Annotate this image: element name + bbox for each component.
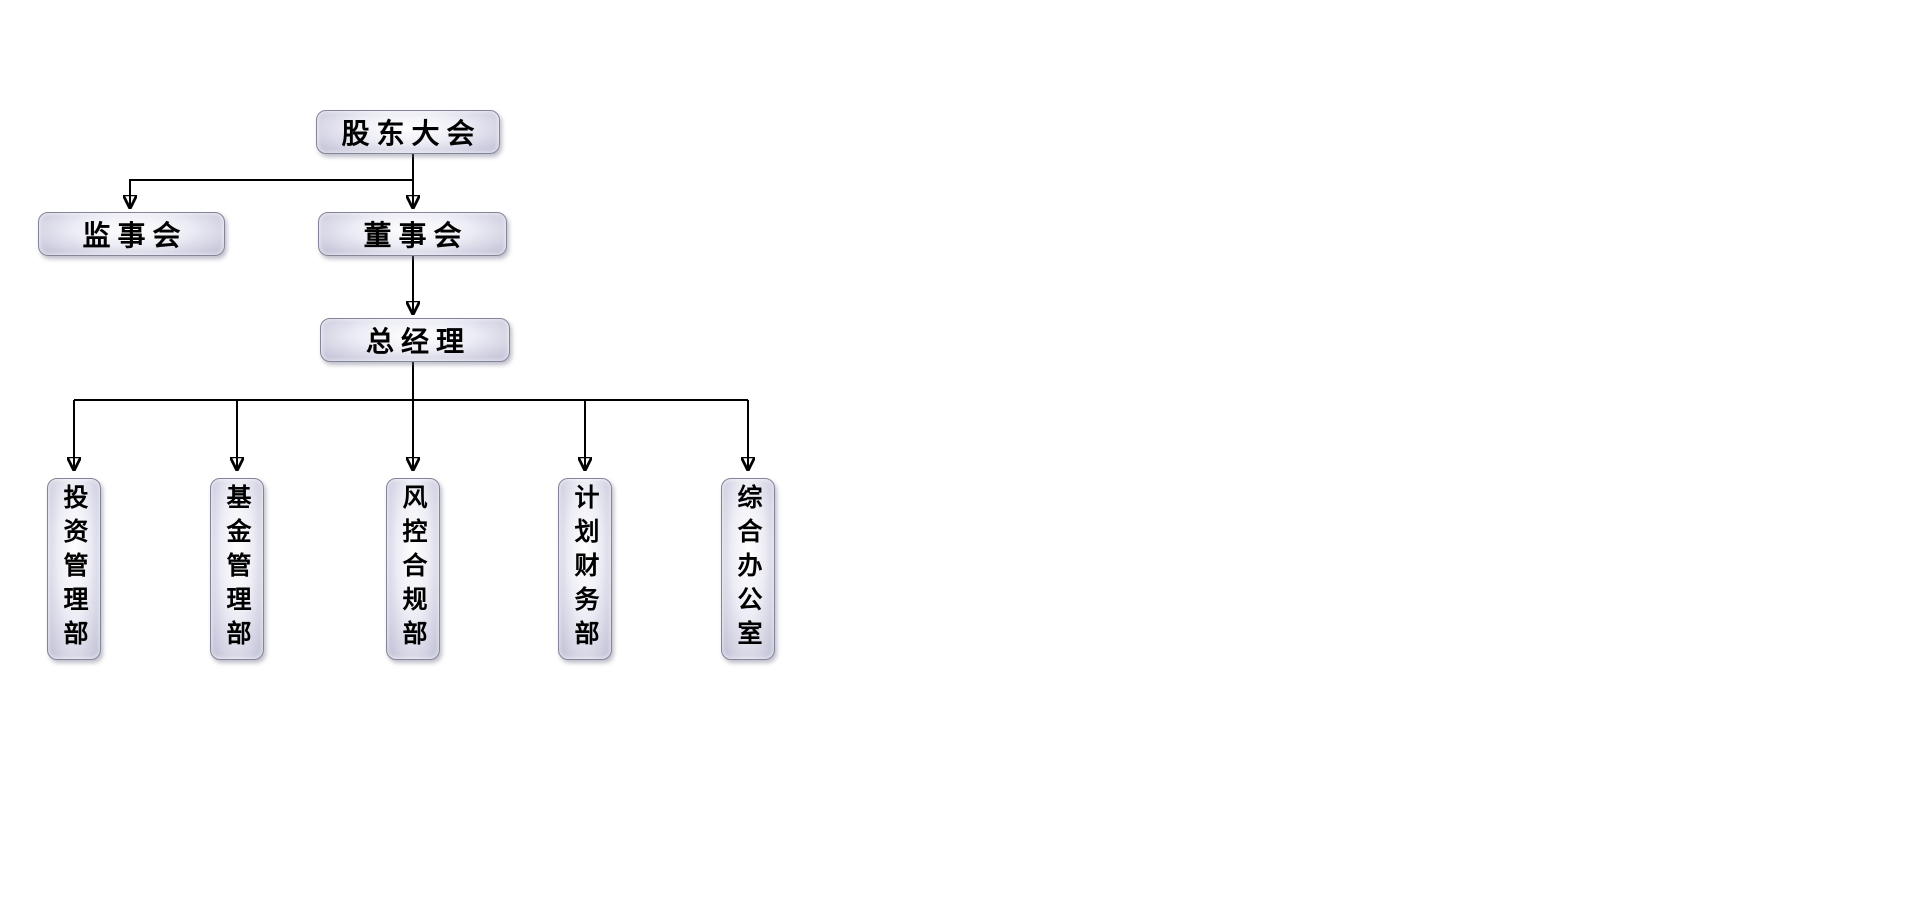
node-general-office: 综合办公室 [721,478,775,660]
node-supervisory-board: 监事会 [38,212,225,256]
node-general-manager: 总经理 [320,318,510,362]
node-fund-management-dept: 基金管理部 [210,478,264,660]
edge-shareholders-supervisors [130,153,414,206]
node-risk-compliance-dept: 风控合规部 [386,478,440,660]
node-board-of-directors: 董事会 [318,212,507,256]
node-planning-finance-dept: 计划财务部 [558,478,612,660]
node-investment-management-dept: 投资管理部 [47,478,101,660]
edge-gm-distribution-bar [74,362,748,401]
node-shareholders-meeting: 股东大会 [316,110,500,154]
